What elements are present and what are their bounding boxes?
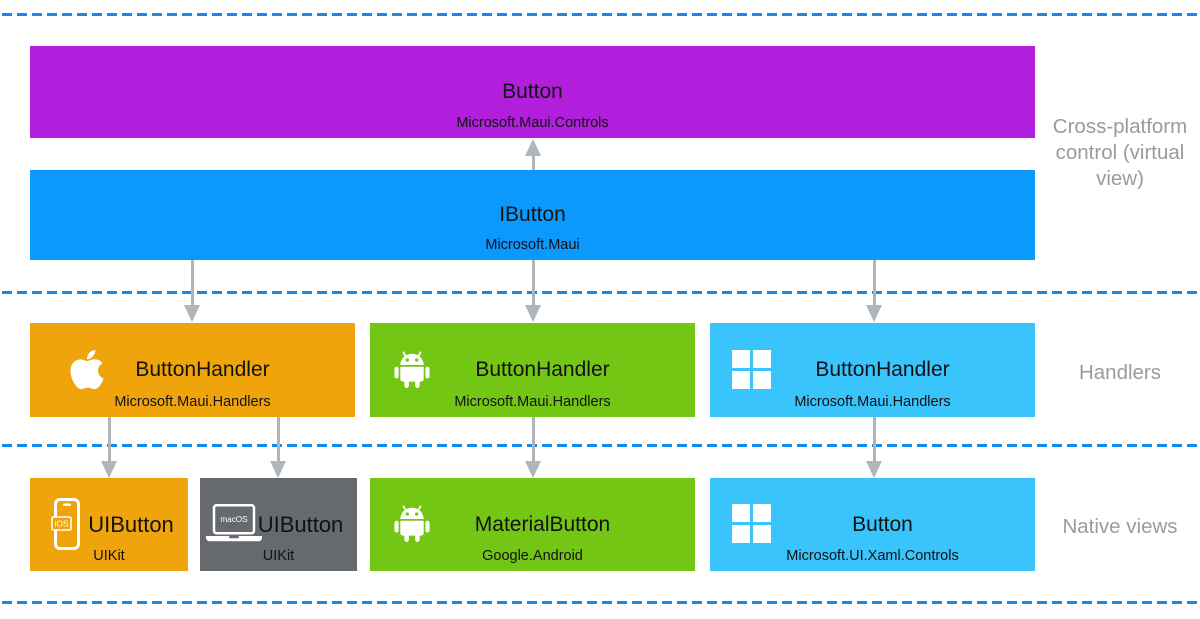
box-subtitle: Google.Android — [482, 548, 583, 564]
dashed-separator-handlers-native — [2, 444, 1198, 447]
macos-badge-label: macOS — [220, 515, 248, 524]
box-title: IButton — [499, 203, 566, 226]
arrow-handler-to-windows-button — [866, 417, 882, 478]
box-title: UIButton — [257, 511, 344, 537]
box-subtitle: Microsoft.Maui.Handlers — [794, 394, 951, 410]
box-native-materialbutton-android: MaterialButton Google.Android — [370, 478, 695, 571]
box-ibutton-interface: IButton Microsoft.Maui — [30, 170, 1035, 260]
box-native-uibutton-ios: iOS UIButton UIKit — [30, 478, 188, 571]
macbook-icon: macOS — [206, 504, 262, 542]
arrow-ibutton-to-android-handler — [525, 260, 541, 322]
box-subtitle: Microsoft.Maui — [485, 237, 580, 253]
side-label-cross-platform: Cross-platform control (virtual view) — [1052, 115, 1188, 190]
dashed-separator-bottom — [2, 601, 1198, 604]
windows-icon — [732, 504, 771, 543]
box-buttonhandler-windows: ButtonHandler Microsoft.Maui.Handlers — [710, 323, 1035, 417]
box-subtitle: UIKit — [93, 548, 125, 564]
arrow-handler-to-ios-uibutton — [101, 417, 117, 478]
side-label-native-views: Native views — [1062, 515, 1178, 538]
iphone-icon: iOS — [51, 498, 80, 550]
box-native-button-windows: Button Microsoft.UI.Xaml.Controls — [710, 478, 1035, 571]
box-title: ButtonHandler — [135, 358, 270, 381]
arrow-handler-to-materialbutton — [525, 417, 541, 478]
box-subtitle: Microsoft.Maui.Handlers — [114, 394, 271, 410]
side-label-handlers: Handlers — [1078, 361, 1162, 384]
box-buttonhandler-android: ButtonHandler Microsoft.Maui.Handlers — [370, 323, 695, 417]
windows-icon — [732, 350, 771, 389]
ios-badge-label: iOS — [55, 519, 69, 529]
dashed-separator-controls-handlers — [2, 291, 1198, 294]
box-buttonhandler-ios: ButtonHandler Microsoft.Maui.Handlers — [30, 323, 355, 417]
box-title: ButtonHandler — [815, 358, 950, 381]
box-title: MaterialButton — [474, 512, 611, 536]
box-subtitle: Microsoft.UI.Xaml.Controls — [786, 548, 959, 564]
box-subtitle: UIKit — [262, 548, 295, 564]
apple-icon — [70, 347, 104, 392]
arrow-ibutton-to-button — [525, 139, 541, 170]
box-title: UIButton — [88, 511, 174, 537]
dashed-separator-top — [2, 13, 1198, 16]
box-title: Button — [852, 512, 913, 536]
box-subtitle: Microsoft.Maui.Controls — [456, 115, 609, 131]
arrow-handler-to-macos-uibutton — [270, 417, 286, 478]
android-icon — [394, 503, 430, 544]
box-native-uibutton-macos: macOS UIButton UIKit — [200, 478, 357, 571]
box-subtitle: Microsoft.Maui.Handlers — [454, 394, 611, 410]
box-button-cross-platform: Button Microsoft.Maui.Controls — [30, 46, 1035, 138]
arrow-ibutton-to-windows-handler — [866, 260, 882, 322]
box-title: Button — [502, 80, 563, 103]
arrow-ibutton-to-ios-handler — [184, 260, 200, 322]
box-title: ButtonHandler — [475, 358, 610, 381]
android-icon — [394, 349, 430, 390]
